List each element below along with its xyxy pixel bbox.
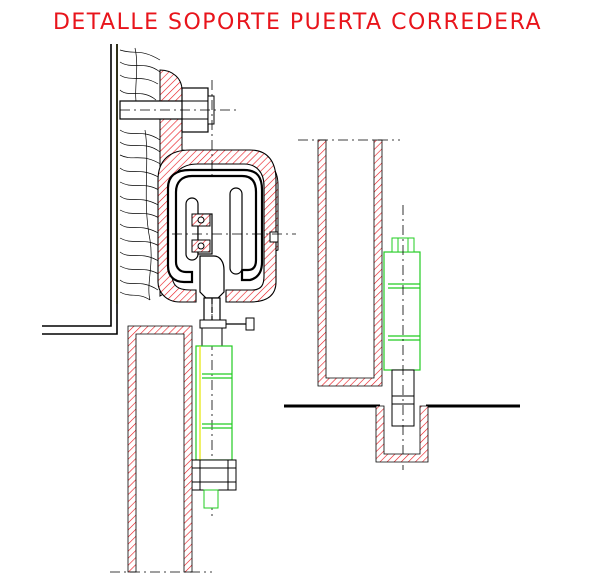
door-leaf-left (110, 325, 212, 573)
drawing-title: DETALLE SOPORTE PUERTA CORREDERA (52, 10, 543, 35)
threaded-rod-right (383, 251, 421, 371)
housing-tab (269, 231, 279, 243)
rail-housing (157, 149, 277, 303)
grease-nipple-icon (199, 317, 255, 347)
steel-channel (166, 168, 264, 284)
ball-bearing-icon (191, 213, 211, 253)
threaded-rod-left (195, 345, 233, 461)
rod-end-left (203, 489, 219, 509)
wood-wall (42, 44, 163, 335)
guide-pin (391, 369, 415, 427)
floor-channel (375, 405, 429, 463)
door-leaf-right (298, 139, 400, 387)
hex-nut-icon (191, 459, 237, 491)
